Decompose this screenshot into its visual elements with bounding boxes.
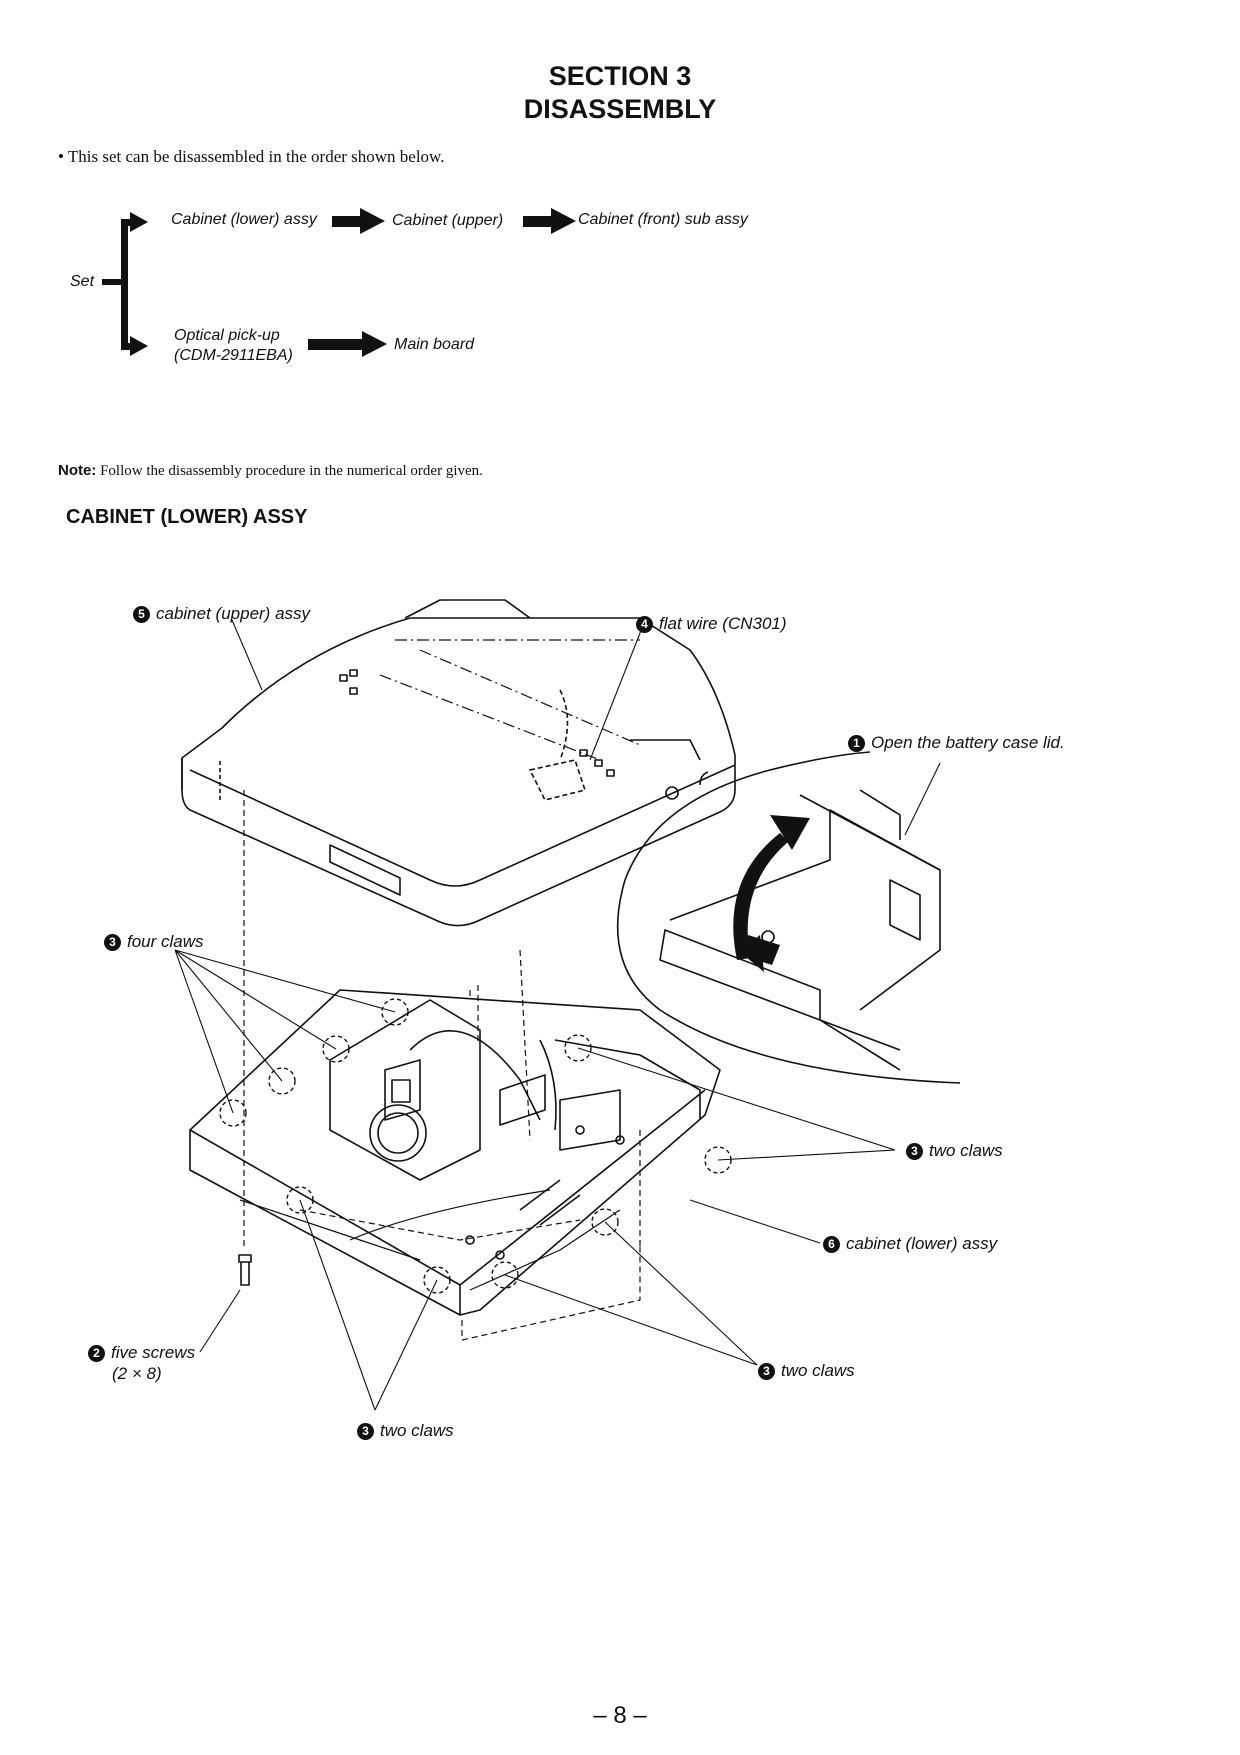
section-number: SECTION 3	[548, 61, 692, 91]
callout-screw-size: (2 × 8)	[112, 1364, 162, 1383]
callout-label: cabinet (upper) assy	[156, 604, 311, 623]
note: Note: Follow the disassembly procedure i…	[58, 462, 483, 480]
callout-two-claws-right: 3 two claws	[906, 1141, 1003, 1161]
callout-label: two claws	[929, 1141, 1003, 1160]
callout-two-claws-bottom: 3 two claws	[357, 1421, 454, 1441]
callout-label: two claws	[380, 1421, 454, 1440]
callout-cabinet-upper: 5 cabinet (upper) assy	[133, 604, 310, 624]
callout-battery-lid: 1 Open the battery case lid.	[848, 733, 1065, 753]
step-number-badge: 3	[357, 1423, 374, 1440]
note-text: Follow the disassembly procedure in the …	[96, 463, 483, 479]
subheading: CABINET (LOWER) ASSY	[66, 506, 308, 528]
callout-label: cabinet (lower) assy	[846, 1234, 998, 1253]
intro-text: • This set can be disassembled in the or…	[58, 147, 445, 166]
step-number-badge: 3	[104, 934, 121, 951]
step-number-badge: 4	[636, 616, 653, 633]
flow-set: Set	[70, 273, 95, 290]
step-number-badge: 6	[823, 1236, 840, 1253]
flow-cabinet-upper: Cabinet (upper)	[392, 212, 504, 229]
callout-label: four claws	[127, 932, 204, 951]
page-title: DISASSEMBLY	[523, 94, 717, 124]
step-number-badge: 2	[88, 1345, 105, 1362]
note-label: Note:	[58, 462, 97, 479]
callout-two-claws-lower-right: 3 two claws	[758, 1361, 855, 1381]
page-number: – 8 –	[593, 1702, 647, 1729]
callout-flat-wire: 4 flat wire (CN301)	[636, 614, 787, 634]
flow-cabinet-front: Cabinet (front) sub assy	[578, 211, 748, 228]
flow-main-board: Main board	[394, 336, 475, 353]
step-number-badge: 3	[758, 1363, 775, 1380]
flow-optical-pickup: Optical pick-up	[174, 327, 280, 344]
callout-cabinet-lower: 6 cabinet (lower) assy	[823, 1234, 997, 1254]
flow-cabinet-lower: Cabinet (lower) assy	[171, 211, 317, 228]
callout-label: five screws	[111, 1343, 196, 1362]
callout-label: flat wire (CN301)	[659, 614, 787, 633]
callout-four-claws: 3 four claws	[104, 932, 204, 952]
flow-optical-model: (CDM-2911EBA)	[174, 347, 293, 364]
callout-label: two claws	[781, 1361, 855, 1380]
step-number-badge: 3	[906, 1143, 923, 1160]
callout-five-screws: 2 five screws	[88, 1343, 195, 1363]
step-number-badge: 5	[133, 606, 150, 623]
step-number-badge: 1	[848, 735, 865, 752]
callout-label: Open the battery case lid.	[871, 733, 1065, 752]
